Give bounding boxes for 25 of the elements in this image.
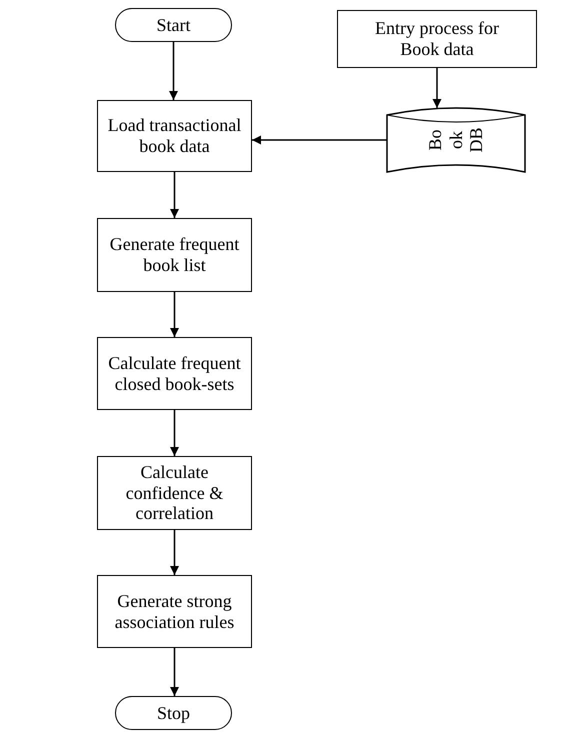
node-label: Generate strong association rules [114,590,236,632]
process-box [97,218,252,292]
process-box [97,100,252,172]
node-label: Generate frequent book list [108,234,240,276]
arrow [170,648,179,696]
node-label: Entry process for Book data [374,18,500,60]
arrow [170,172,179,218]
node-label: Calculate frequent closed book-sets [107,352,242,394]
node-label: Load transactional book data [106,115,242,157]
node-label: Stop [156,702,191,724]
arrow [169,42,178,100]
process-box [97,456,252,530]
process-box [97,337,252,410]
terminal-shape [115,696,232,730]
process-box [97,575,252,648]
node-label: Calculate confidence & correlation [124,462,224,524]
node-label: Start [156,14,192,36]
arrow [170,410,179,456]
terminal-shape [115,8,232,42]
process-box [337,10,537,68]
node-label: Bo ok DB [424,126,488,155]
arrow [432,68,442,108]
arrow [170,292,179,337]
arrow [170,530,179,575]
arrow [252,136,387,144]
